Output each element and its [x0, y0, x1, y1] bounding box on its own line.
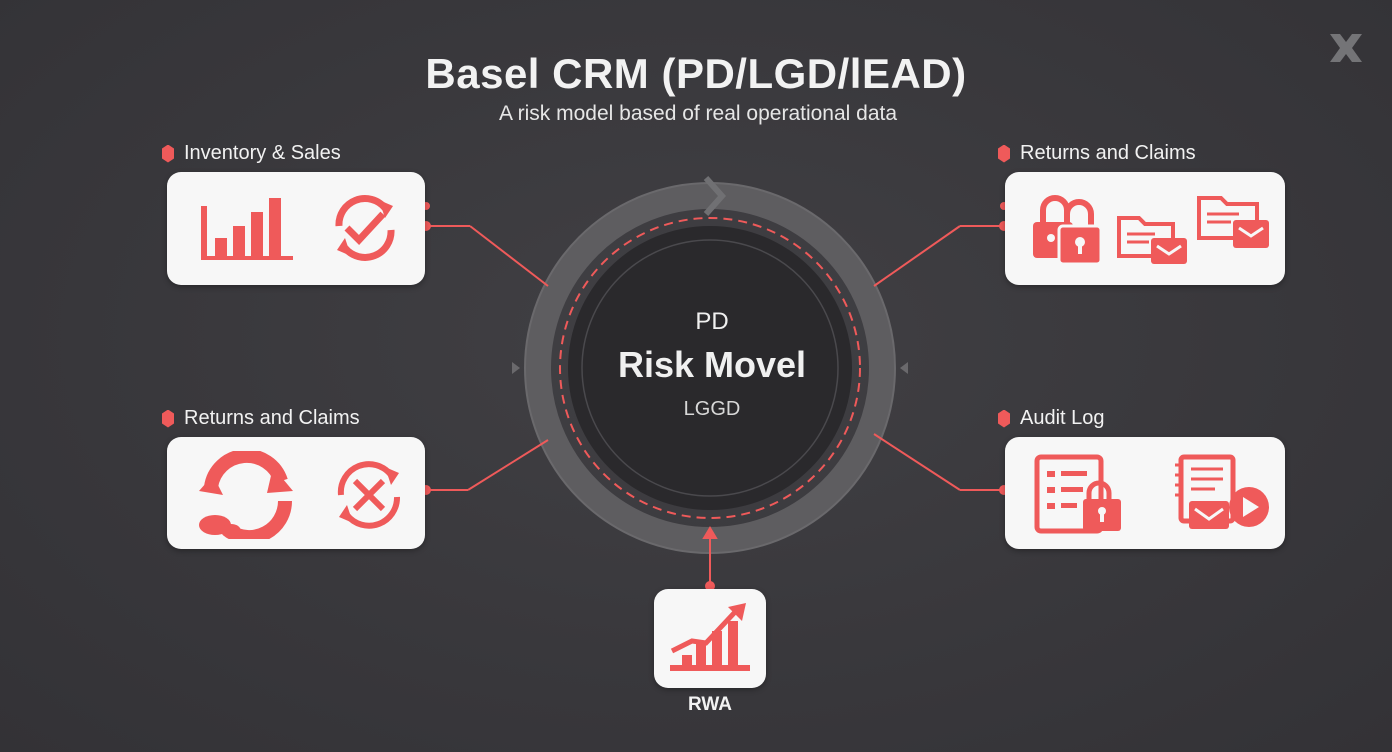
page-title: Basel CRM (PD/LGD/lEAD) — [425, 50, 967, 97]
watermark-logo-icon — [1330, 34, 1362, 62]
card-bottom-left-label: Returns and Claims — [162, 407, 360, 430]
card-bottom-left-title: Returns and Claims — [184, 407, 360, 429]
card-rwa-title: RWA — [688, 694, 732, 715]
dashed-ring — [559, 217, 861, 519]
folder-mail-icon — [1117, 216, 1187, 264]
trend-up-chart-icon — [670, 603, 750, 671]
folder-mail-icon — [1197, 196, 1269, 248]
card-top-left-title: Inventory & Sales — [184, 142, 341, 164]
hexagon-bullet-icon — [162, 144, 174, 163]
hexagon-bullet-icon — [998, 409, 1010, 428]
card-top-left-label: Inventory & Sales — [162, 142, 341, 165]
document-play-icon — [1175, 454, 1269, 529]
card-bottom-right-label: Audit Log — [998, 407, 1105, 430]
card-bottom-right-title: Audit Log — [1020, 407, 1105, 429]
card-top-right — [1005, 172, 1285, 285]
bar-chart-icon — [201, 198, 293, 260]
hexagon-bullet-icon — [998, 144, 1010, 163]
card-bottom-left — [167, 437, 425, 549]
card-bottom-right — [1005, 437, 1285, 549]
check-cycle-icon — [335, 195, 395, 261]
center-main-label: Risk Movel — [617, 344, 807, 385]
hexagon-bullet-icon — [162, 409, 174, 428]
card-rwa — [654, 589, 766, 688]
core-circle — [568, 226, 852, 510]
reject-cycle-icon — [337, 461, 401, 529]
card-top-left — [167, 172, 425, 285]
center-lgd-label: LGGD — [683, 398, 741, 420]
locked-list-icon — [1034, 454, 1121, 534]
ring-arrow-icon — [703, 176, 727, 216]
page-subtitle: A risk model based of real operational d… — [498, 102, 898, 125]
center-pd-label: PD — [695, 308, 729, 335]
card-top-right-label: Returns and Claims — [998, 142, 1196, 165]
padlock-icon — [1033, 195, 1103, 266]
card-top-right-title: Returns and Claims — [1020, 142, 1196, 164]
refresh-cycle-icon — [199, 451, 293, 539]
